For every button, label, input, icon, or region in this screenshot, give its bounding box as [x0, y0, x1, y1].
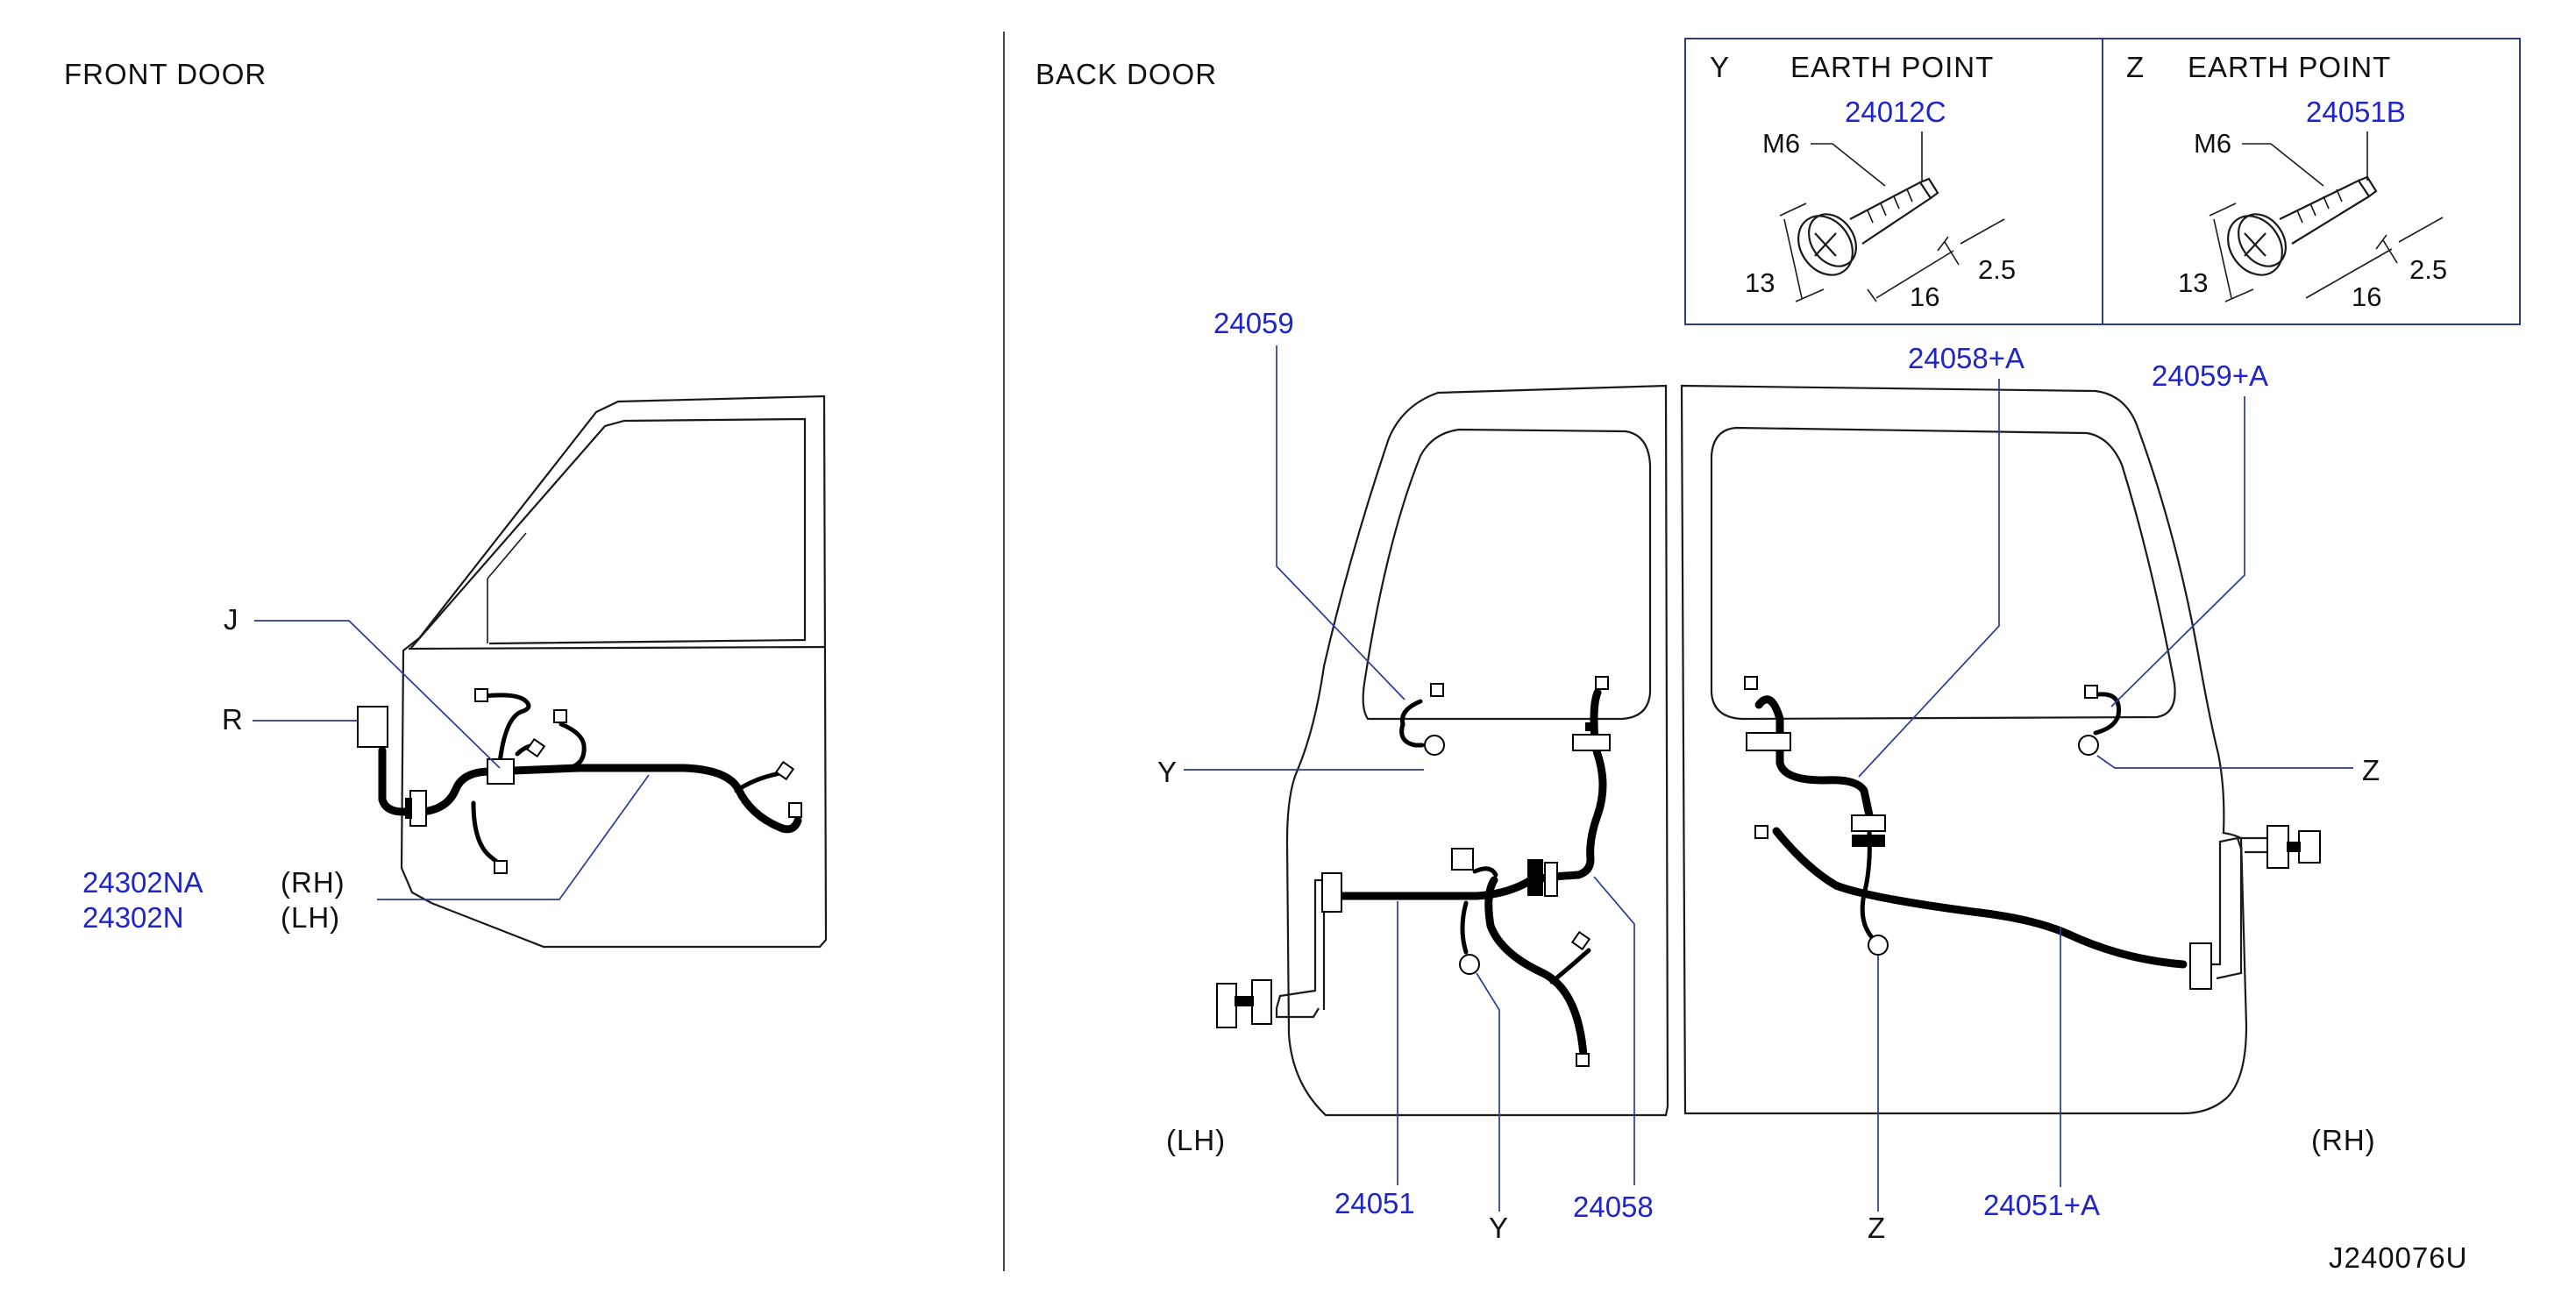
earth-z-dimensions	[2209, 203, 2444, 302]
back-part-24051a: 24051+A	[1983, 1189, 2100, 1221]
back-leader-24058	[1593, 876, 1635, 1185]
earth-z-bolt-leader	[2242, 143, 2324, 187]
front-door-title: FRONT DOOR	[64, 58, 267, 90]
earth-z-part-number: 24051B	[2306, 96, 2406, 128]
back-leader-y-bottom	[1476, 972, 1500, 1212]
earth-y-dim-head: 13	[1745, 267, 1775, 298]
earth-y-letter: Y	[1710, 51, 1730, 83]
back-door-rh-drawing	[1680, 384, 2248, 1115]
front-door-drawing	[400, 395, 828, 949]
back-part-24059a: 24059+A	[2152, 359, 2268, 392]
earth-z-dim-head: 13	[2178, 267, 2208, 298]
front-label-j: J	[224, 603, 239, 636]
front-door-outline	[400, 395, 828, 949]
earth-y-dim-length: 16	[1910, 281, 1939, 312]
back-leader-24059	[1276, 345, 1405, 700]
front-connector-r	[357, 706, 388, 748]
front-part-rh: 24302NA	[82, 866, 203, 899]
back-part-24058a: 24058+A	[1908, 342, 2025, 374]
front-leader-harness	[377, 774, 650, 900]
back-part-24059: 24059	[1213, 307, 1294, 339]
back-side-lh: (LH)	[1166, 1124, 1226, 1156]
earth-z-symbol	[2078, 735, 2099, 756]
earth-y-symbol-bottom	[1459, 954, 1480, 975]
back-leader-z-right	[2096, 755, 2353, 769]
earth-y-bolt-size: M6	[1762, 128, 1800, 159]
earth-y-title: EARTH POINT	[1790, 51, 1994, 83]
earth-z-title: EARTH POINT	[2188, 51, 2391, 83]
back-door-lh-window	[1362, 428, 1652, 721]
front-door-window-inner	[487, 532, 527, 643]
back-door-lh-harness	[1216, 676, 1611, 1067]
back-leader-24059a	[2110, 396, 2245, 707]
back-door-lh-drawing	[1285, 384, 1669, 1117]
back-side-rh: (RH)	[2311, 1124, 2376, 1156]
back-door-lh-outline	[1285, 384, 1669, 1117]
front-side-rh: (RH)	[281, 866, 345, 899]
front-label-r: R	[222, 703, 244, 736]
earth-y-bolt-leader	[1811, 143, 1886, 187]
earth-z-bolt-icon	[2227, 175, 2378, 276]
earth-y-bolt-icon	[1797, 177, 1939, 276]
diagram-id: J240076U	[2329, 1241, 2467, 1274]
back-part-24051: 24051	[1334, 1187, 1415, 1219]
back-label-y-left: Y	[1157, 756, 1178, 788]
earth-y-symbol	[1424, 735, 1445, 756]
earth-y-dim-tip: 2.5	[1978, 254, 2016, 285]
earth-z-letter: Z	[2126, 51, 2145, 83]
back-label-z-right: Z	[2362, 754, 2380, 786]
earth-z-dim-tip: 2.5	[2409, 254, 2447, 285]
back-leader-24058a	[1858, 379, 2000, 778]
back-label-z-bottom: Z	[1868, 1212, 1886, 1244]
front-connector-j	[487, 758, 515, 785]
earth-y-part-number: 24012C	[1845, 96, 1946, 128]
front-door-harness	[357, 688, 802, 874]
earth-y-dimensions	[1779, 203, 2005, 302]
back-door-rh-window	[1710, 426, 2176, 721]
earth-z-symbol-bottom	[1868, 935, 1889, 956]
earth-z-bolt-size: M6	[2194, 128, 2231, 159]
front-leader-j	[254, 620, 501, 769]
earth-point-y: Y EARTH POINT 24012C M6 13 16 2.5	[1710, 51, 2016, 312]
front-part-lh: 24302N	[82, 901, 184, 934]
back-label-y-bottom: Y	[1489, 1212, 1509, 1244]
earth-point-panel	[1684, 38, 2521, 325]
back-door-rh-outline	[1680, 384, 2248, 1115]
earth-point-z: Z EARTH POINT 24051B M6 13 16 2.5	[2126, 51, 2447, 312]
front-door-beltline	[408, 645, 825, 650]
earth-z-dim-length: 16	[2352, 281, 2381, 312]
back-door-title: BACK DOOR	[1035, 58, 1217, 90]
front-door-window	[409, 417, 807, 650]
front-side-lh: (LH)	[281, 901, 340, 934]
back-door-rh-harness	[1744, 676, 2321, 990]
back-part-24058: 24058	[1573, 1191, 1654, 1223]
